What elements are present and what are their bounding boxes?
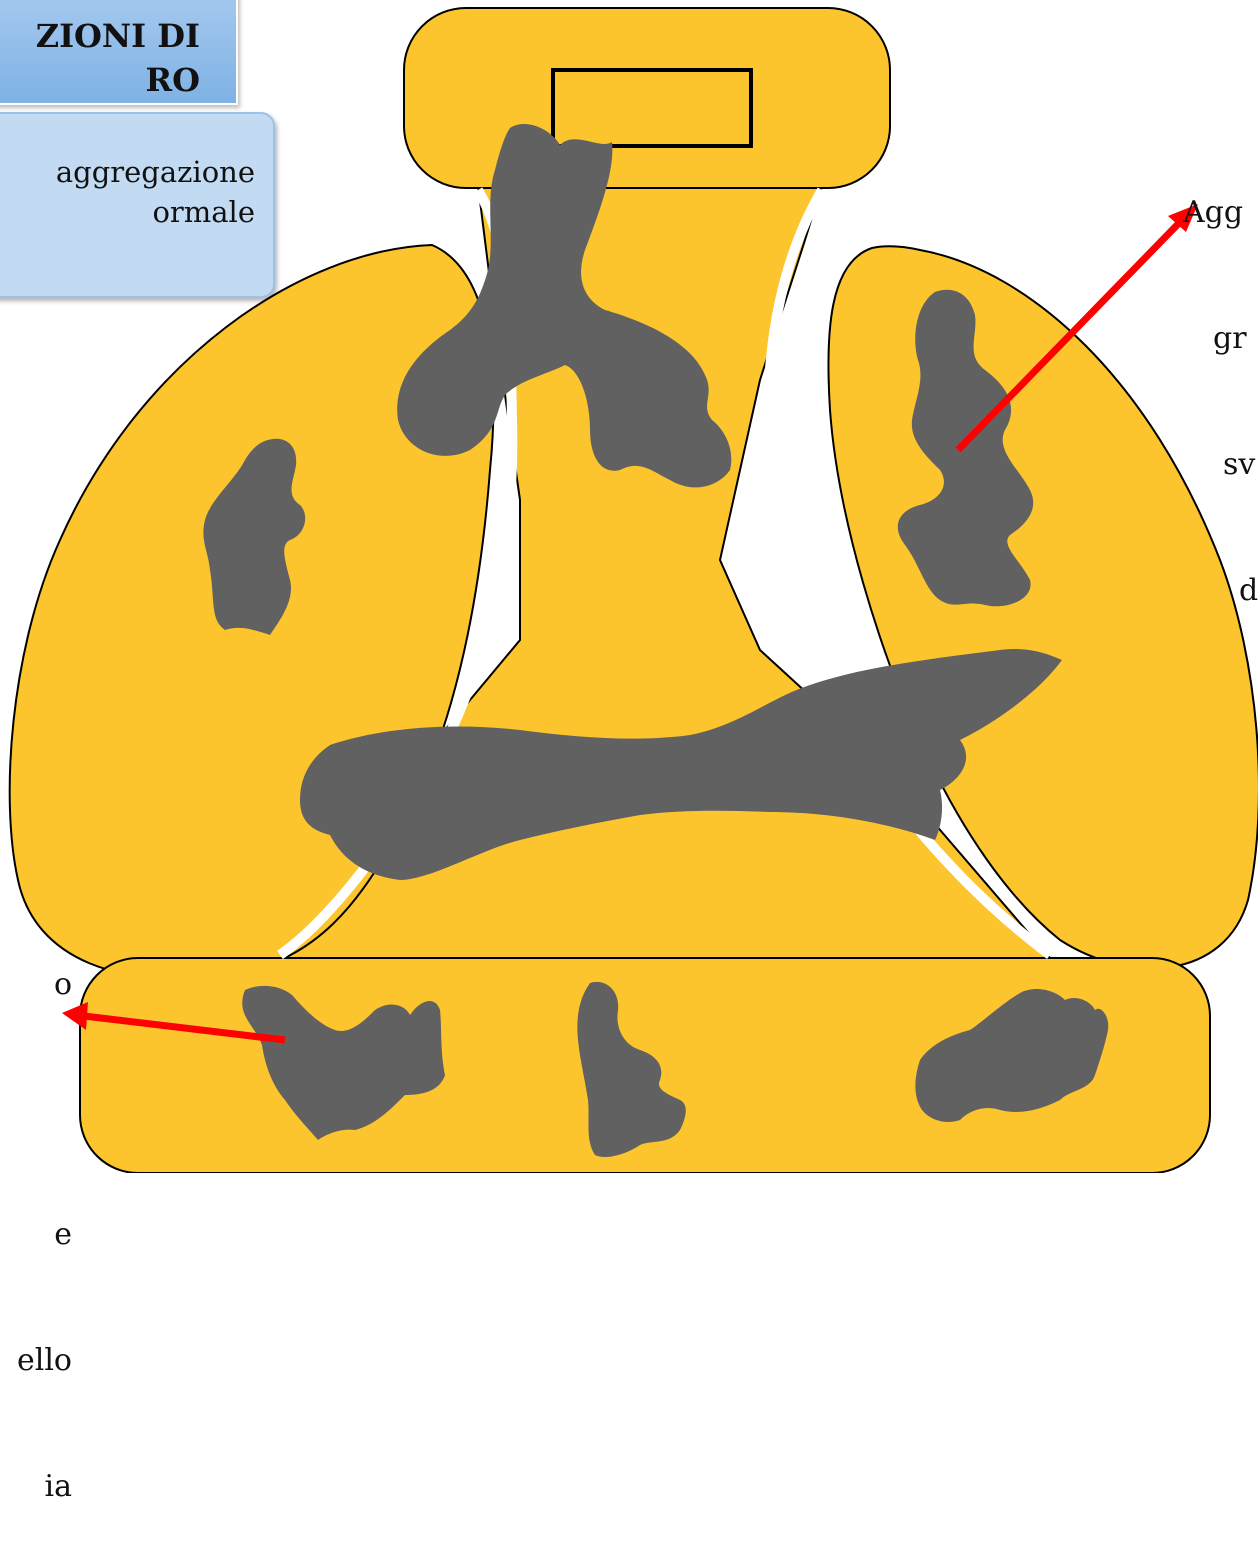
note-left-line-2 (0, 1090, 72, 1132)
note-right-line-4: d (1183, 570, 1258, 612)
note-left-line-5: ia (0, 1466, 72, 1508)
note-right-line-3: sv (1183, 444, 1258, 486)
top-lobe (404, 8, 890, 188)
note-left: o e ello ia (0, 880, 72, 1550)
note-left-line-4: ello (0, 1340, 72, 1382)
note-right: Agg gr sv d (1183, 108, 1258, 654)
note-right-line-1: Agg (1183, 192, 1258, 234)
note-right-line-2: gr (1183, 318, 1258, 360)
note-left-line-3: e (0, 1214, 72, 1256)
brain-diagram (0, 0, 1258, 1173)
note-left-line-1: o (0, 964, 72, 1006)
